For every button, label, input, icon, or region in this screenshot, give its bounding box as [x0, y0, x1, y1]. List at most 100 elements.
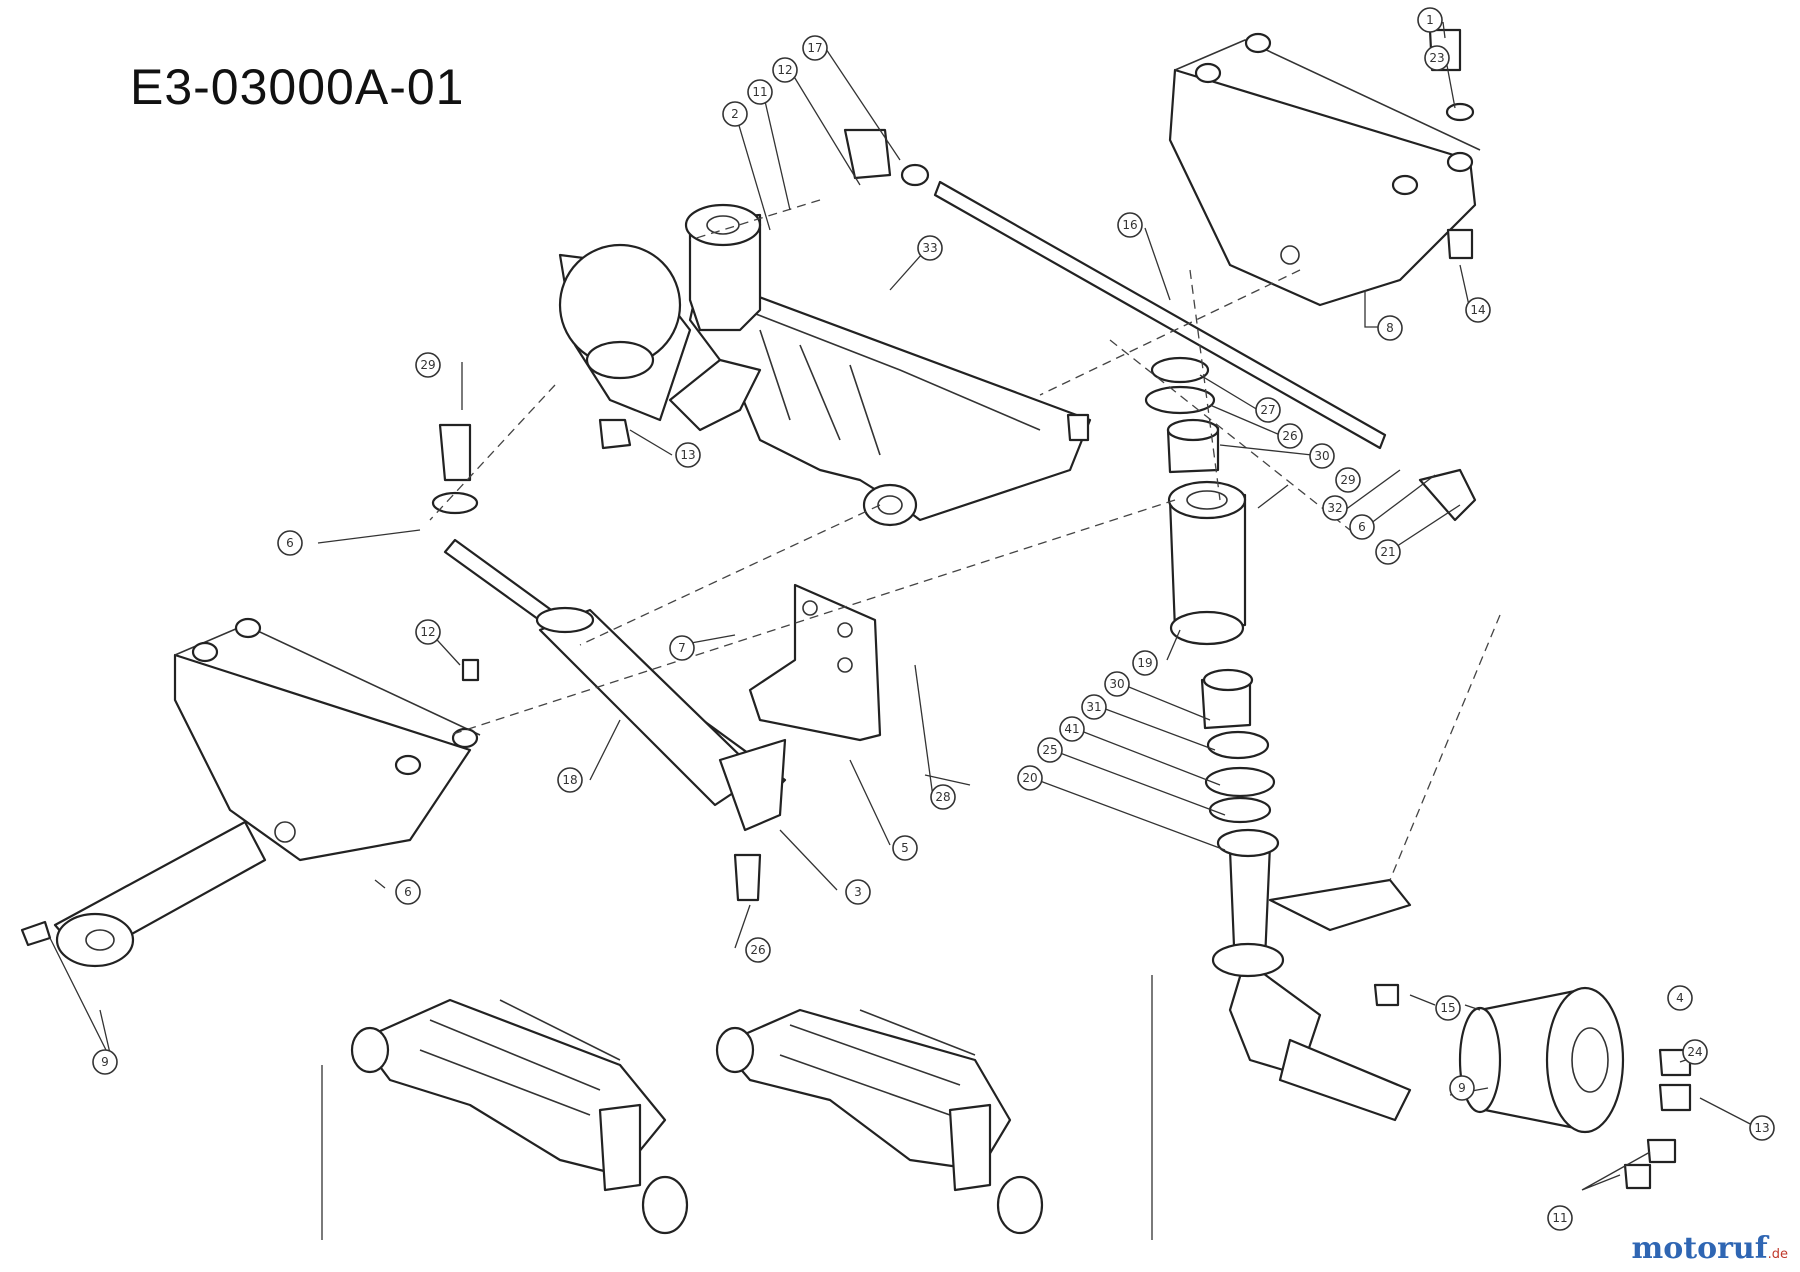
svg-text:3: 3 [854, 885, 862, 899]
watermark-logo: motoruf.de [1631, 1231, 1788, 1266]
callout: 24 [1682, 1039, 1708, 1065]
svg-text:29: 29 [420, 358, 435, 372]
callout: 2 [722, 101, 748, 127]
callout: 16 [1117, 212, 1143, 238]
svg-text:25: 25 [1042, 743, 1057, 757]
assembled-view-right [715, 1008, 1044, 1235]
callout: 20 [1017, 765, 1043, 791]
svg-text:9: 9 [101, 1055, 109, 1069]
watermark-brand: motoruf [1631, 1231, 1768, 1266]
callout: 15 [1435, 995, 1461, 1021]
tie-rod-upper [843, 128, 1477, 522]
callout: 9 [1449, 1075, 1475, 1101]
callout: 13 [1749, 1115, 1775, 1141]
tie-rod-lower [443, 538, 787, 832]
callout: 19 [1132, 650, 1158, 676]
svg-text:24: 24 [1687, 1045, 1702, 1059]
callout: 33 [917, 235, 943, 261]
callout: 18 [557, 767, 583, 793]
callout: 17 [802, 35, 828, 61]
svg-text:20: 20 [1022, 771, 1037, 785]
pivot-shaft [20, 820, 267, 968]
callout: 3 [845, 879, 871, 905]
callout: 29 [415, 352, 441, 378]
svg-text:8: 8 [1386, 321, 1394, 335]
callout: 9 [92, 1049, 118, 1075]
svg-text:18: 18 [562, 773, 577, 787]
svg-text:41: 41 [1064, 722, 1079, 736]
callout: 23 [1424, 45, 1450, 71]
svg-text:14: 14 [1470, 303, 1485, 317]
callout: 30 [1104, 671, 1130, 697]
svg-text:4: 4 [1676, 991, 1684, 1005]
callout: 4 [1667, 985, 1693, 1011]
callout: 28 [930, 784, 956, 810]
callout: 11 [1547, 1205, 1573, 1231]
axle-beam [688, 273, 1092, 527]
svg-text:9: 9 [1458, 1081, 1466, 1095]
svg-text:13: 13 [680, 448, 695, 462]
svg-text:15: 15 [1440, 1001, 1455, 1015]
callout: 6 [395, 879, 421, 905]
callout: 14 [1465, 297, 1491, 323]
svg-text:26: 26 [1282, 429, 1297, 443]
callout: 31 [1081, 694, 1107, 720]
svg-text:6: 6 [1358, 520, 1366, 534]
fasteners [431, 28, 1692, 1190]
assembled-view-left [350, 998, 689, 1235]
callout: 13 [675, 442, 701, 468]
watermark-tld: .de [1767, 1247, 1788, 1262]
svg-text:29: 29 [1340, 473, 1355, 487]
callout: 32 [1322, 495, 1348, 521]
bushing-stack [1144, 356, 1280, 858]
svg-text:16: 16 [1122, 218, 1137, 232]
svg-text:26: 26 [750, 943, 765, 957]
svg-text:21: 21 [1380, 545, 1395, 559]
svg-text:27: 27 [1260, 403, 1275, 417]
svg-text:6: 6 [286, 536, 294, 550]
bracket-lower-left [173, 617, 481, 862]
svg-text:30: 30 [1314, 449, 1329, 463]
callout: 5 [892, 835, 918, 861]
mount-plate [748, 583, 882, 742]
callout: 21 [1375, 539, 1401, 565]
callout: 11 [747, 79, 773, 105]
svg-text:1: 1 [1426, 13, 1434, 27]
svg-text:23: 23 [1429, 51, 1444, 65]
svg-text:11: 11 [1552, 1211, 1567, 1225]
svg-text:5: 5 [901, 841, 909, 855]
separator-lines [321, 975, 1153, 1240]
callout: 27 [1255, 397, 1281, 423]
callout: 6 [1349, 514, 1375, 540]
callout: 41 [1059, 716, 1085, 742]
svg-text:13: 13 [1754, 1121, 1769, 1135]
right-spindle [1167, 480, 1412, 1122]
callout: 25 [1037, 737, 1063, 763]
callout: 6 [277, 530, 303, 556]
callout: 26 [1277, 423, 1303, 449]
svg-text:31: 31 [1086, 700, 1101, 714]
callout: 12 [772, 57, 798, 83]
svg-text:32: 32 [1327, 501, 1342, 515]
callout-group: 1 23 14 8 16 27 26 30 29 32 6 21 17 12 1… [92, 7, 1775, 1231]
assembly-lines [429, 199, 1501, 881]
callout: 30 [1309, 443, 1335, 469]
callout: 1 [1417, 7, 1443, 33]
svg-text:7: 7 [678, 641, 686, 655]
right-hub [1458, 986, 1625, 1134]
left-spindle [558, 203, 762, 432]
svg-text:19: 19 [1137, 656, 1152, 670]
svg-text:12: 12 [777, 63, 792, 77]
diagram-title: E3-03000A-01 [130, 59, 465, 115]
svg-text:33: 33 [922, 241, 937, 255]
callout: 29 [1335, 467, 1361, 493]
svg-text:17: 17 [807, 41, 822, 55]
svg-text:30: 30 [1109, 677, 1124, 691]
svg-text:28: 28 [935, 790, 950, 804]
svg-text:2: 2 [731, 107, 739, 121]
callout: 26 [745, 937, 771, 963]
callout: 8 [1377, 315, 1403, 341]
callout: 12 [415, 619, 441, 645]
svg-text:11: 11 [752, 85, 767, 99]
